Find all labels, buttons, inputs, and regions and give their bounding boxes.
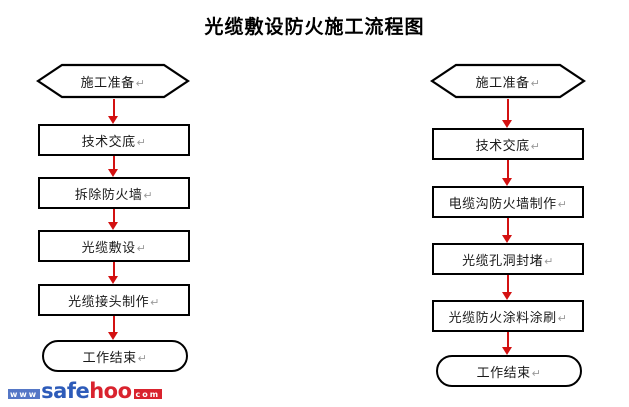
left-flow-node-1[interactable]: 施工准备↵ (36, 63, 190, 99)
left-flow-node-4-label: 光缆敷设↵ (81, 239, 147, 255)
return-mark: ↵ (136, 241, 147, 255)
right-flow-node-5-label: 光缆防火涂料涂刷↵ (448, 309, 568, 325)
arrow-shaft (507, 218, 509, 236)
right-flow-arrow-2 (502, 160, 514, 186)
right-flow-node-3-label: 电缆沟防火墙制作↵ (448, 195, 568, 211)
arrow-shaft (113, 316, 115, 333)
right-flow-node-6-label: 工作结束↵ (476, 364, 542, 380)
left-flow-arrow-1 (108, 99, 120, 124)
left-flow-node-6[interactable]: 工作结束↵ (42, 340, 188, 372)
right-flow-node-4[interactable]: 光缆孔洞封堵↵ (432, 243, 584, 275)
arrow-head (108, 276, 118, 284)
right-flow-node-2-label: 技术交底↵ (475, 137, 541, 153)
arrow-head (108, 116, 118, 124)
arrow-head (108, 332, 118, 340)
right-flow-node-6[interactable]: 工作结束↵ (436, 355, 582, 387)
logo-www: www (8, 389, 41, 399)
site-logo[interactable]: www safe hoo com (8, 379, 163, 403)
return-mark: ↵ (531, 366, 542, 380)
arrow-shaft (507, 332, 509, 348)
arrow-head (108, 169, 118, 177)
page-title: 光缆敷设防火施工流程图 (204, 17, 425, 38)
left-flow-arrow-4 (108, 262, 120, 284)
logo-hoo: hoo (89, 379, 132, 403)
arrow-shaft (507, 160, 509, 179)
return-mark: ↵ (544, 254, 554, 268)
left-flow-node-2[interactable]: 技术交底↵ (38, 124, 190, 156)
left-flow-arrow-5 (108, 316, 120, 340)
return-mark: ↵ (150, 295, 160, 309)
right-flow-arrow-5 (502, 332, 514, 355)
left-flow-node-5[interactable]: 光缆接头制作↵ (38, 284, 190, 316)
arrow-shaft (113, 262, 115, 277)
right-flow-node-2[interactable]: 技术交底↵ (432, 128, 584, 160)
logo-safe: safe (41, 379, 90, 403)
arrow-head (502, 178, 512, 186)
arrow-head (502, 235, 512, 243)
return-mark: ↵ (135, 76, 146, 90)
arrow-shaft (113, 99, 115, 117)
arrow-shaft (113, 156, 115, 170)
right-flow-arrow-4 (502, 275, 514, 300)
return-mark: ↵ (530, 139, 541, 153)
left-flow-node-4[interactable]: 光缆敷设↵ (38, 230, 190, 262)
left-flow-node-5-label: 光缆接头制作↵ (68, 293, 160, 309)
right-flow-node-3[interactable]: 电缆沟防火墙制作↵ (432, 186, 584, 218)
hexagon-shape-icon (36, 63, 190, 99)
right-flow-node-1-label: 施工准备↵ (475, 74, 541, 90)
arrow-shaft (113, 209, 115, 223)
return-mark: ↵ (143, 188, 154, 202)
left-flow-node-1-label: 施工准备↵ (80, 74, 146, 90)
arrow-head (108, 222, 118, 230)
hexagon-shape-icon (430, 63, 586, 99)
logo-com: com (133, 389, 163, 399)
right-flow-arrow-1 (502, 99, 514, 128)
left-flow-node-3-label: 拆除防火墙↵ (74, 186, 154, 202)
right-flow-node-4-label: 光缆孔洞封堵↵ (462, 252, 554, 268)
arrow-head (502, 292, 512, 300)
arrow-head (502, 120, 512, 128)
return-mark: ↵ (530, 76, 541, 90)
left-flow-node-2-label: 技术交底↵ (81, 133, 147, 149)
arrow-head (502, 347, 512, 355)
left-flow-arrow-3 (108, 209, 120, 230)
left-flow-node-3[interactable]: 拆除防火墙↵ (38, 177, 190, 209)
left-flow-node-6-label: 工作结束↵ (82, 349, 148, 365)
arrow-shaft (507, 275, 509, 293)
left-flow-arrow-2 (108, 156, 120, 177)
right-flow-arrow-3 (502, 218, 514, 243)
arrow-shaft (507, 99, 509, 121)
return-mark: ↵ (557, 311, 568, 325)
return-mark: ↵ (557, 197, 568, 211)
right-flow-node-5[interactable]: 光缆防火涂料涂刷↵ (432, 300, 584, 332)
return-mark: ↵ (136, 135, 147, 149)
return-mark: ↵ (137, 351, 148, 365)
right-flow-node-1[interactable]: 施工准备↵ (430, 63, 586, 99)
